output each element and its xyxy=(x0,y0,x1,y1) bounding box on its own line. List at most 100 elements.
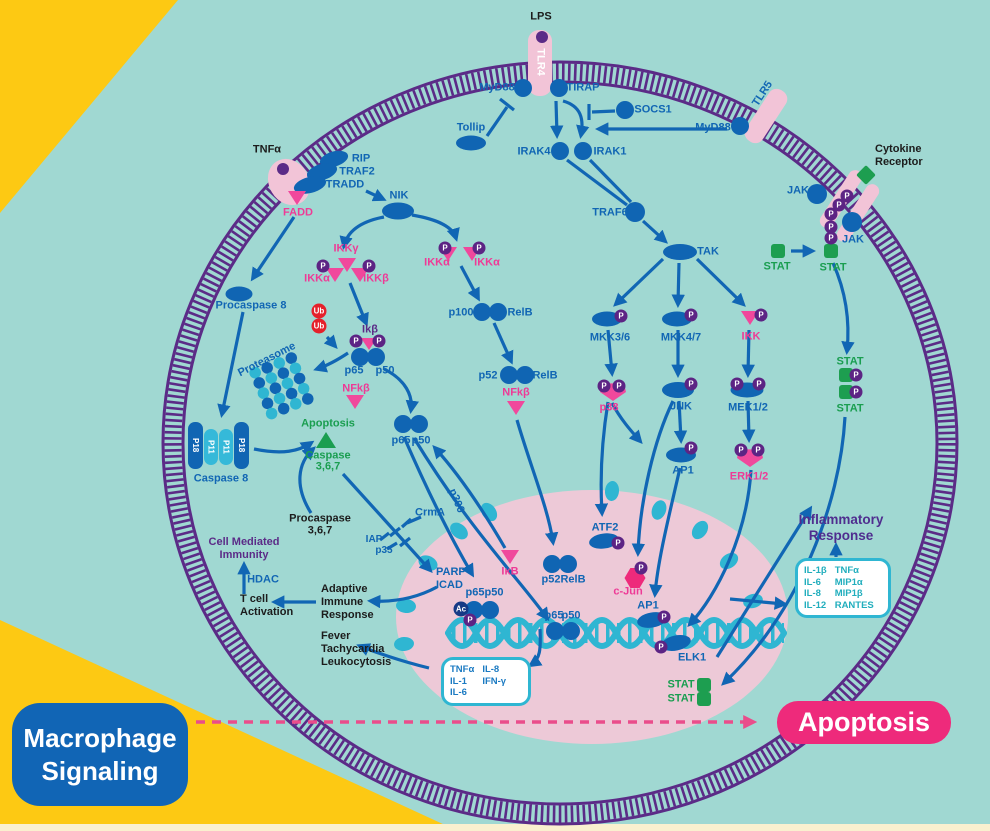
label-myd88: MyD88 xyxy=(479,81,515,94)
proteasome-subunit xyxy=(265,407,278,420)
label-p65-free: p65 xyxy=(391,434,411,447)
label-cytokine: Cytokine xyxy=(875,143,922,155)
proteasome-subunit xyxy=(257,387,270,399)
irak1-node xyxy=(574,142,592,160)
arrow-procaspase367-caspase xyxy=(298,446,316,514)
arrow-irak1-traf6 xyxy=(588,158,633,204)
arrow-mek-erk xyxy=(742,400,756,444)
label-fever-3: Leukocytosis xyxy=(321,655,392,668)
phospho-badge: P xyxy=(734,443,748,457)
myd88-node xyxy=(514,79,532,97)
label-erk12: ERK1/2 xyxy=(729,470,769,483)
label-cjun: c-Jun xyxy=(613,585,643,598)
nik-node xyxy=(382,202,414,220)
label-inflammatory-2: Response xyxy=(808,528,874,543)
proteasome-subunit xyxy=(301,393,314,405)
arrow-elk1-inflammatory xyxy=(715,505,813,658)
phospho-badge: P xyxy=(472,241,486,255)
arrow-ikb-proteasome xyxy=(313,351,349,373)
label-inflammatory-1: Inflammatory xyxy=(798,512,884,528)
nuclear-pore xyxy=(450,522,468,540)
label-p52-nucleus: p52 xyxy=(541,573,561,586)
mediator-item: IL-8 xyxy=(804,588,821,600)
mediator-item: IL-6 xyxy=(804,576,821,588)
arrow-tirap-irak4 xyxy=(550,100,564,140)
p100-node xyxy=(473,303,491,321)
label-elk1: ELK1 xyxy=(677,651,707,664)
label-hdac: HDAC xyxy=(247,573,279,586)
label-ikb-nucleus: IκB xyxy=(501,565,519,578)
phospho-badge: P xyxy=(824,207,838,221)
phospho-badge: P xyxy=(824,220,838,234)
proteasome-subunit xyxy=(253,377,266,389)
phospho-badge: P xyxy=(654,640,668,654)
ikb-nucleus-node xyxy=(501,550,519,564)
cytokine-item: IFN-γ xyxy=(482,675,507,687)
jak2-node xyxy=(842,212,862,232)
label-caspase8: Caspase 8 xyxy=(193,472,249,485)
label-rip: RIP xyxy=(351,152,371,165)
arrow-traf6-tak xyxy=(641,219,668,244)
nfkb-triangle-center xyxy=(507,401,525,415)
label-ikk: IKK xyxy=(741,330,761,343)
tirap-node xyxy=(550,79,568,97)
arrow-tradd-nik xyxy=(365,188,387,202)
cytokine-col-2: IL-8 IFN-γ xyxy=(482,664,506,699)
label-ap1: AP1 xyxy=(672,464,694,477)
proteasome-shape xyxy=(249,352,314,420)
phospho-badge: P xyxy=(316,259,330,273)
mediator-item: RANTES xyxy=(834,599,874,611)
proteasome-subunit xyxy=(277,402,290,415)
arrow-fadd-procaspase8 xyxy=(250,216,296,282)
acetyl-badge: Ac xyxy=(453,601,469,617)
label-ap1-nucleus: AP1 xyxy=(637,599,659,612)
cytokine-item: IL-6 xyxy=(450,687,467,699)
mediator-item: TNFα xyxy=(834,565,860,576)
arrow-p65p50-dna xyxy=(412,437,550,622)
phospho-badge: P xyxy=(754,308,768,322)
label-nfkb-center: NFkβ xyxy=(502,386,530,399)
arrow-irak4-traf6 xyxy=(566,158,628,207)
label-fever-1: Fever xyxy=(321,630,351,642)
cytokine-output-box: TNFα IL-1 IL-6 IL-8 IFN-γ xyxy=(441,657,531,706)
label-ikb: Ikβ xyxy=(362,323,378,336)
inflammatory-col-2: TNFα MIP1α MIP1β RANTES xyxy=(835,565,874,611)
label-inflammatory-response: Inflammatory Response xyxy=(799,512,884,544)
ubiquitin-badge: Ub xyxy=(311,318,327,334)
label-p65-bound: p65 xyxy=(344,364,364,377)
phospho-badge: P xyxy=(611,536,625,550)
arrow-stat-nucleus xyxy=(721,416,847,686)
arrow-dna-cytokines xyxy=(527,628,543,668)
phospho-badge: P xyxy=(684,441,698,455)
p65-bound-node xyxy=(351,348,369,366)
label-nik: NIK xyxy=(389,189,409,202)
myd88-tlr5-node xyxy=(731,117,749,135)
label-fever-2: Tachycardia xyxy=(321,642,385,655)
label-p52: p52 xyxy=(478,369,498,382)
label-ikka-1: IKKα xyxy=(424,256,450,269)
label-cell-mediated-immunity: Cell Mediated Immunity xyxy=(209,536,280,562)
proteasome-subunit xyxy=(281,377,294,390)
cytokine-col-1: TNFα IL-1 IL-6 xyxy=(450,664,474,699)
stat-receptor-node xyxy=(824,244,838,258)
label-p65-dna: p65 xyxy=(544,609,564,622)
caspase8-p18-subunit: P18 xyxy=(234,422,249,469)
tak-node xyxy=(663,244,697,260)
relb-node-1 xyxy=(489,303,507,321)
arrow-erk-elk1 xyxy=(687,469,753,627)
ikka-left-node xyxy=(326,268,344,282)
phospho-badge: P xyxy=(730,377,744,391)
label-adaptive-immune-response: Adaptive Immune Response xyxy=(321,583,374,622)
title-line-1: Macrophage xyxy=(23,723,177,753)
p50-free-node xyxy=(410,415,428,433)
label-fever-tachycardia: Fever Tachycardia Leukocytosis xyxy=(321,630,391,669)
ikkb-node xyxy=(351,268,369,282)
label-tirap: TIRAP xyxy=(566,81,600,94)
stat-free-node xyxy=(771,244,785,258)
mediator-item: MIP1α xyxy=(834,576,863,588)
proteasome-subunit xyxy=(269,382,282,395)
label-relb-nucleus: RelB xyxy=(560,573,586,586)
arrow-procaspase8-caspase8 xyxy=(217,311,245,418)
pathway-arrows xyxy=(217,97,855,686)
